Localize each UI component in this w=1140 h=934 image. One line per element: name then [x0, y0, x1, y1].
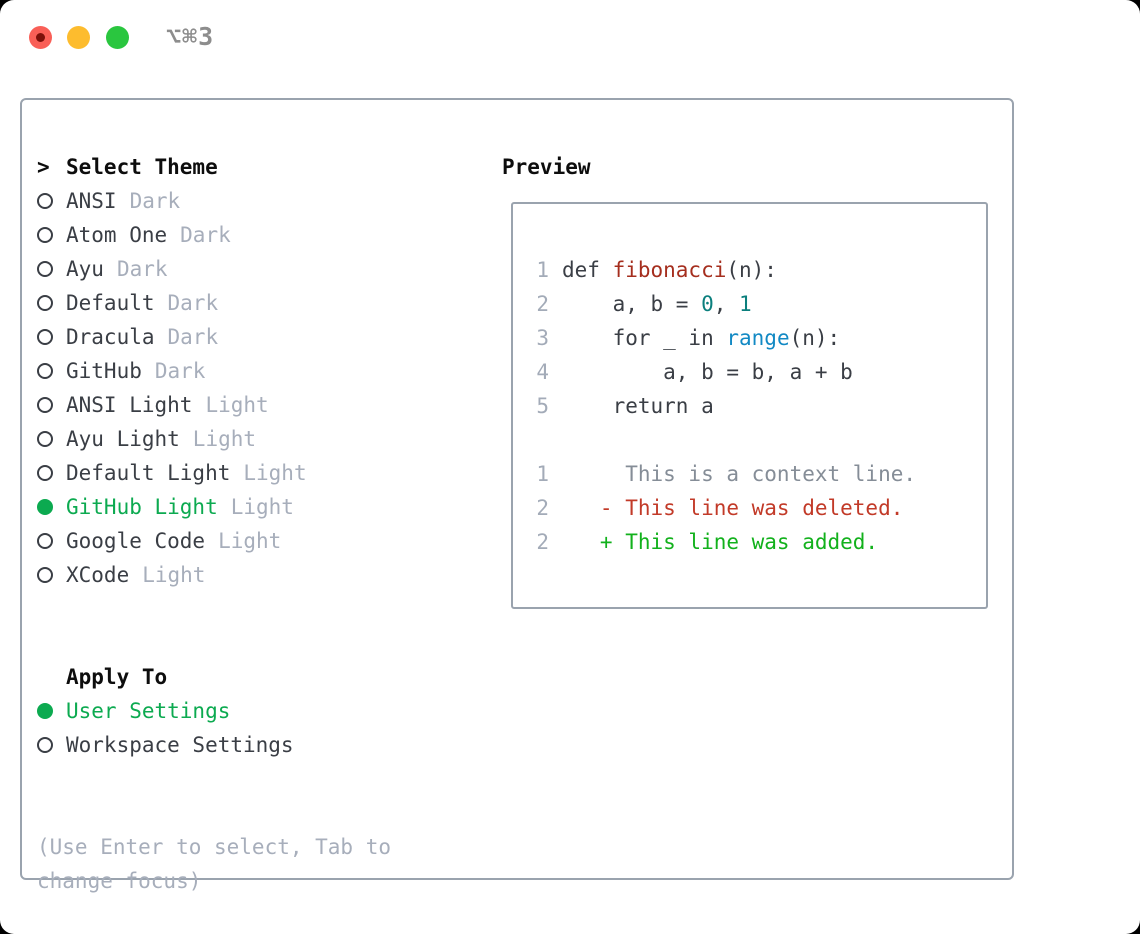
theme-option-atom-one[interactable]: Atom One Dark [37, 218, 391, 252]
theme-variant-tag: Light [230, 495, 294, 519]
apply-option-workspace-settings[interactable]: Workspace Settings [37, 728, 391, 762]
theme-option-dracula[interactable]: Dracula Dark [37, 320, 391, 354]
apply-to-header: Apply To [37, 660, 391, 694]
help-text-line-2: change focus) [37, 869, 202, 893]
apply-to-title: Apply To [66, 665, 168, 689]
radio-unselected-icon [37, 261, 66, 277]
theme-variant-tag: Light [192, 427, 257, 451]
option-label: User Settings [66, 699, 231, 723]
option-label: ANSI Light [66, 393, 193, 417]
code-line: 2 + This line was added. [535, 525, 916, 559]
line-number: 3 [536, 326, 549, 350]
theme-variant-tag: Dark [116, 257, 168, 281]
option-label: Ayu Light [66, 427, 180, 451]
radio-unselected-icon [37, 397, 66, 413]
select-theme-header: > Select Theme [37, 150, 391, 184]
code-line: 3 for _ in range(n): [535, 321, 916, 355]
theme-variant-tag: Light [243, 461, 307, 485]
option-label: Dracula [66, 325, 155, 349]
radio-unselected-icon [37, 193, 66, 209]
theme-variant-tag: Dark [167, 291, 219, 315]
radio-selected-icon [37, 499, 66, 515]
line-number: 5 [536, 394, 549, 418]
theme-option-xcode[interactable]: XCode Light [37, 558, 391, 592]
theme-variant-tag: Dark [129, 189, 181, 213]
theme-option-ansi[interactable]: ANSI Dark [37, 184, 391, 218]
select-theme-title: Select Theme [66, 155, 218, 179]
theme-variant-tag: Light [205, 393, 269, 417]
option-label: Workspace Settings [66, 733, 294, 757]
option-label: Google Code [66, 529, 206, 553]
line-number: 2 [536, 496, 549, 520]
option-label: Ayu [66, 257, 104, 281]
theme-variant-tag: Light [142, 563, 206, 587]
option-label: GitHub [66, 359, 142, 383]
close-modified-dot [36, 33, 45, 42]
theme-option-github-light[interactable]: GitHub Light Light [37, 490, 391, 524]
code-line: 5 return a [535, 389, 916, 423]
code-line: 2 a, b = 0, 1 [535, 287, 916, 321]
theme-variant-tag: Light [218, 529, 282, 553]
code-line: 2 - This line was deleted. [535, 491, 916, 525]
radio-unselected-icon [37, 533, 66, 549]
theme-option-github[interactable]: GitHub Dark [37, 354, 391, 388]
radio-unselected-icon [37, 431, 66, 447]
radio-unselected-icon [37, 567, 66, 583]
radio-unselected-icon [37, 329, 66, 345]
code-line: 1 This is a context line. [535, 457, 916, 491]
window-title: ⌥⌘3 [166, 22, 215, 51]
radio-unselected-icon [37, 465, 66, 481]
line-number: 1 [536, 258, 549, 282]
line-number: 1 [536, 462, 549, 486]
option-label: GitHub Light [66, 495, 218, 519]
help-text-line-1: (Use Enter to select, Tab to [37, 835, 392, 859]
line-number: 2 [536, 530, 549, 554]
theme-variant-tag: Dark [167, 325, 219, 349]
code-line: 4 a, b = b, a + b [535, 355, 916, 389]
radio-unselected-icon [37, 295, 66, 311]
line-number: 2 [536, 292, 549, 316]
theme-option-google-code[interactable]: Google Code Light [37, 524, 391, 558]
radio-unselected-icon [37, 227, 66, 243]
theme-variant-tag: Dark [180, 223, 231, 247]
option-label: Default Light [66, 461, 231, 485]
radio-unselected-icon [37, 363, 66, 379]
apply-option-user-settings[interactable]: User Settings [37, 694, 391, 728]
minimize-button-icon[interactable] [67, 26, 90, 49]
theme-option-default[interactable]: Default Dark [37, 286, 391, 320]
radio-selected-icon [37, 703, 66, 719]
theme-option-default-light[interactable]: Default Light Light [37, 456, 391, 490]
preview-title: Preview [502, 155, 591, 179]
theme-option-ayu[interactable]: Ayu Dark [37, 252, 391, 286]
close-button-icon[interactable] [29, 26, 52, 49]
option-label: ANSI [66, 189, 117, 213]
option-label: Default [66, 291, 155, 315]
code-line [535, 423, 916, 457]
theme-variant-tag: Dark [154, 359, 206, 383]
theme-option-ayu-light[interactable]: Ayu Light Light [37, 422, 391, 456]
radio-unselected-icon [37, 737, 66, 753]
theme-option-ansi-light[interactable]: ANSI Light Light [37, 388, 391, 422]
zoom-button-icon[interactable] [106, 26, 129, 49]
prompt-icon: > [37, 155, 50, 179]
option-label: Atom One [66, 223, 168, 247]
titlebar: ⌥⌘3 [0, 0, 1140, 75]
option-label: XCode [66, 563, 130, 587]
line-number: 4 [536, 360, 549, 384]
